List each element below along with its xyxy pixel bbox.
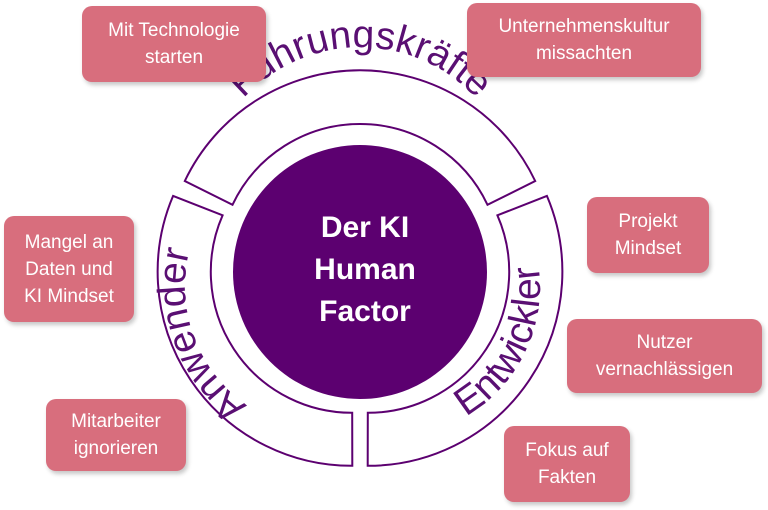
box-mitarbeiter-ignorieren: Mitarbeiter ignorieren	[46, 399, 186, 471]
box-fokus-auf-fakten: Fokus auf Fakten	[504, 426, 630, 502]
box-text-line: Mangel an	[24, 231, 114, 253]
center-title-line: Human	[314, 253, 416, 286]
box-text-line: Daten und	[25, 258, 113, 280]
box-text-line: Projekt	[618, 211, 678, 232]
center-title-line: Der KI	[320, 211, 410, 244]
box-text-line: Unternehmenskultur	[498, 16, 670, 37]
box-text-line: Nutzer	[636, 332, 693, 353]
box-text-line: missachten	[535, 43, 633, 64]
segment-anwender	[156, 194, 354, 467]
box-text-line: vernachlässigen	[595, 359, 734, 380]
box-text-line: Fakten	[537, 467, 597, 488]
box-text-line: Mitarbeiter	[71, 411, 161, 432]
box-text-line: ignorieren	[73, 438, 159, 459]
box-text-line: Mindset	[614, 238, 682, 259]
box-text-line: Fokus auf	[525, 440, 609, 461]
segment-entwickler	[366, 194, 564, 467]
center-title: Der KI Human Factor	[250, 192, 480, 348]
center-title-line: Factor	[319, 295, 411, 328]
center-circle	[233, 145, 487, 399]
box-text-line: starten	[144, 47, 204, 68]
box-unternehmenskultur-missachten: Unternehmenskultur missachten	[467, 3, 701, 77]
box-text-line: KI Mindset	[24, 285, 114, 307]
segment-fuehrungskraefte	[183, 69, 537, 207]
box-mangel-an-daten: Mangel an Daten und KI Mindset	[4, 216, 134, 322]
box-projekt-mindset: Projekt Mindset	[587, 197, 709, 273]
box-nutzer-vernachlaessigen: Nutzer vernachlässigen	[567, 319, 762, 393]
box-text-line: Mit Technologie	[108, 20, 240, 41]
box-mit-technologie-starten: Mit Technologie starten	[82, 6, 266, 82]
